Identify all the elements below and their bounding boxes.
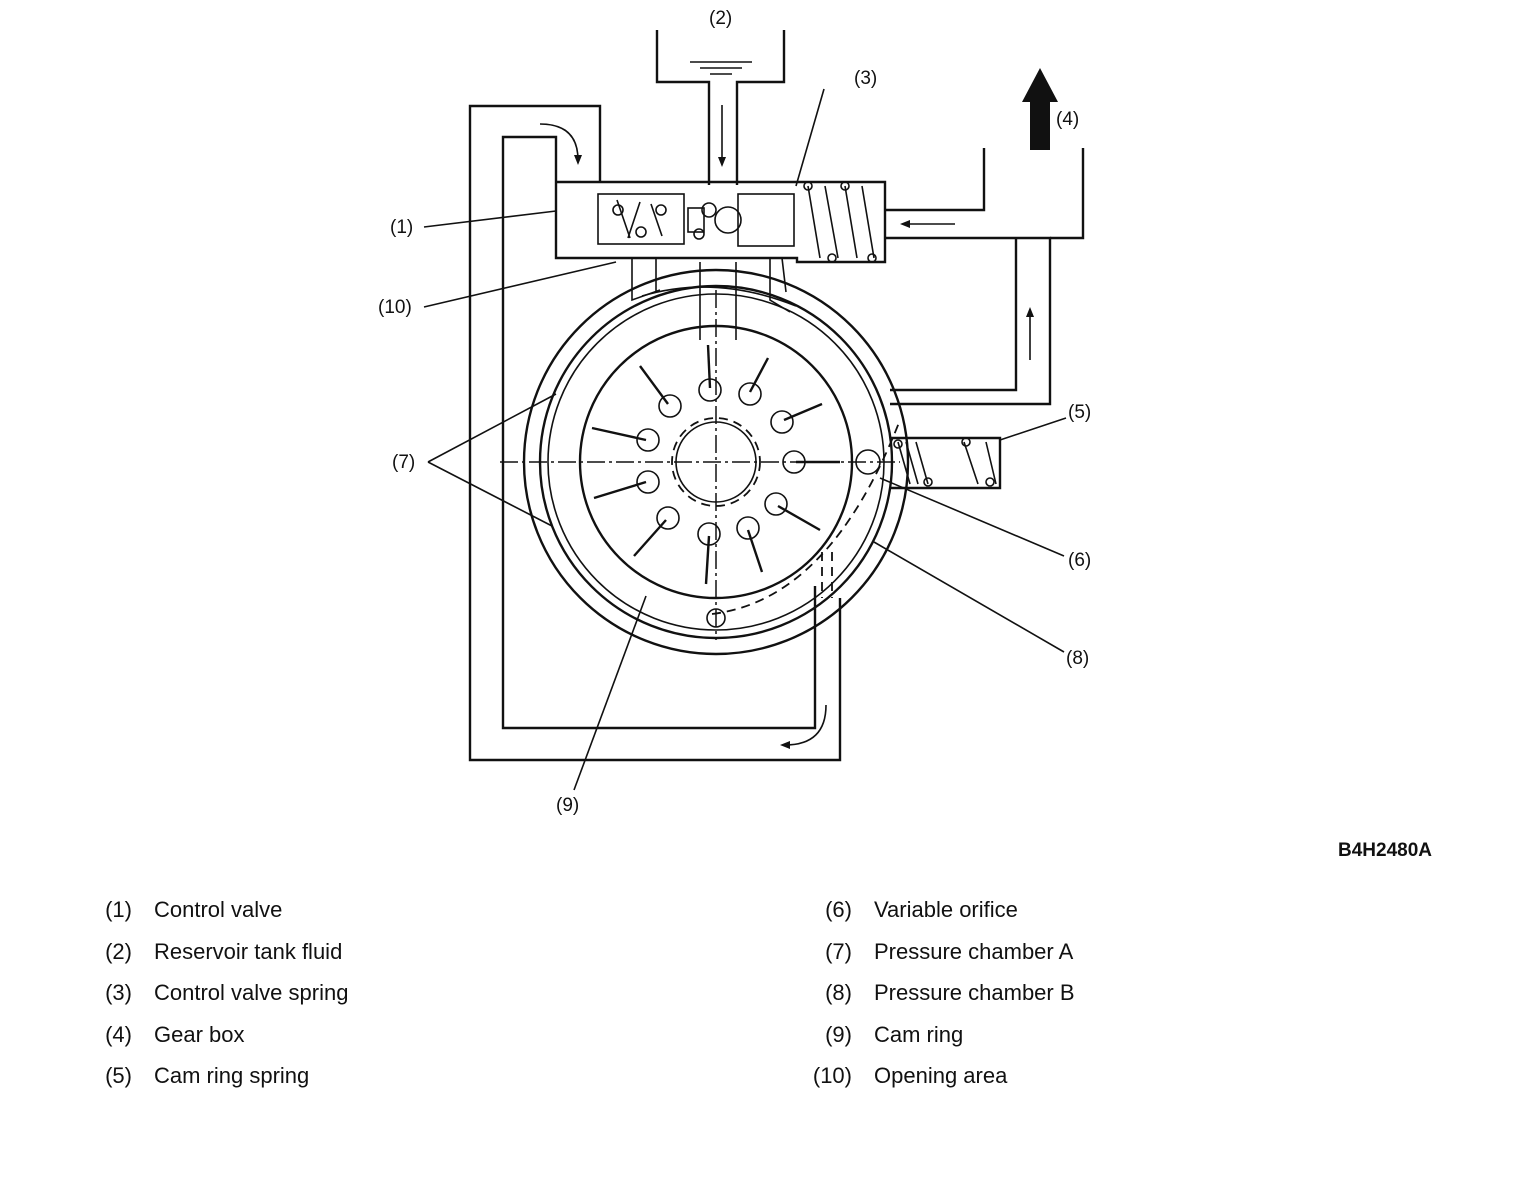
- legend-label: Gear box: [154, 1021, 245, 1047]
- callout-3: (3): [854, 68, 877, 89]
- legend-label: Reservoir tank fluid: [154, 938, 343, 964]
- legend-number: (7): [825, 938, 852, 964]
- return-passage: [468, 104, 842, 762]
- callout-6: (6): [1068, 550, 1091, 571]
- legend-number: (10): [812, 1063, 852, 1089]
- callout-2: (2): [709, 8, 732, 29]
- legend-number: (3): [105, 980, 132, 1006]
- legend-item: (9) Cam ring: [796, 1022, 1075, 1064]
- legend-item: (8) Pressure chamber B: [796, 980, 1075, 1022]
- legend-number: (5): [105, 1063, 132, 1089]
- legend-number: (2): [105, 938, 132, 964]
- legend-number: (6): [825, 897, 852, 922]
- pump-diagram: (2) (3) (4) (1) (10) (5) (7) (6) (8) (9): [378, 8, 1091, 816]
- legend-label: Opening area: [874, 1063, 1008, 1089]
- legend-label: Pressure chamber A: [874, 938, 1074, 964]
- callout-4: (4): [1056, 109, 1079, 130]
- legend-item: (1) Control valve: [100, 897, 348, 939]
- gear-box-passage: [885, 68, 1085, 406]
- callout-7: (7): [392, 452, 415, 473]
- legend-number: (4): [105, 1021, 132, 1047]
- legend-number: (8): [825, 980, 852, 1006]
- callouts: (2) (3) (4) (1) (10) (5) (7) (6) (8) (9): [378, 8, 1091, 816]
- callout-9: (9): [556, 795, 579, 816]
- legend-label: Control valve: [154, 897, 283, 922]
- cam-ring-spring: [855, 436, 1002, 490]
- callout-1: (1): [390, 217, 413, 238]
- control-valve-spring: [803, 181, 877, 263]
- legend-item: (5) Cam ring spring: [100, 1063, 348, 1105]
- legend-label: Control valve spring: [154, 980, 349, 1006]
- reservoir-tank: [655, 30, 786, 185]
- figure-code: B4H2480A: [1338, 840, 1432, 861]
- legend-item: (2) Reservoir tank fluid: [100, 939, 348, 981]
- legend-label: Cam ring spring: [154, 1063, 310, 1089]
- callout-10: (10): [378, 297, 412, 318]
- legend-item: (7) Pressure chamber A: [796, 939, 1075, 981]
- legend-item: (4) Gear box: [100, 1022, 348, 1064]
- callout-8: (8): [1066, 648, 1089, 669]
- legend-item: (10) Opening area: [796, 1063, 1075, 1105]
- leader-lines: [423, 88, 1067, 791]
- legend-item: (3) Control valve spring: [100, 980, 348, 1022]
- gear-box-arrow-icon: [1022, 68, 1058, 150]
- legend-label: Cam ring: [874, 1021, 964, 1047]
- control-valve: [554, 180, 887, 264]
- legend-right: (6) Variable orifice (7) Pressure chambe…: [796, 897, 1075, 1105]
- legend-label: Pressure chamber B: [874, 980, 1075, 1006]
- legend-number: (1): [105, 897, 132, 922]
- legend-left: (1) Control valve (2) Reservoir tank flu…: [100, 897, 348, 1105]
- legend-number: (9): [825, 1021, 852, 1047]
- legend-item: (6) Variable orifice: [796, 897, 1075, 939]
- legend-label: Variable orifice: [874, 897, 1018, 922]
- callout-5: (5): [1068, 402, 1091, 423]
